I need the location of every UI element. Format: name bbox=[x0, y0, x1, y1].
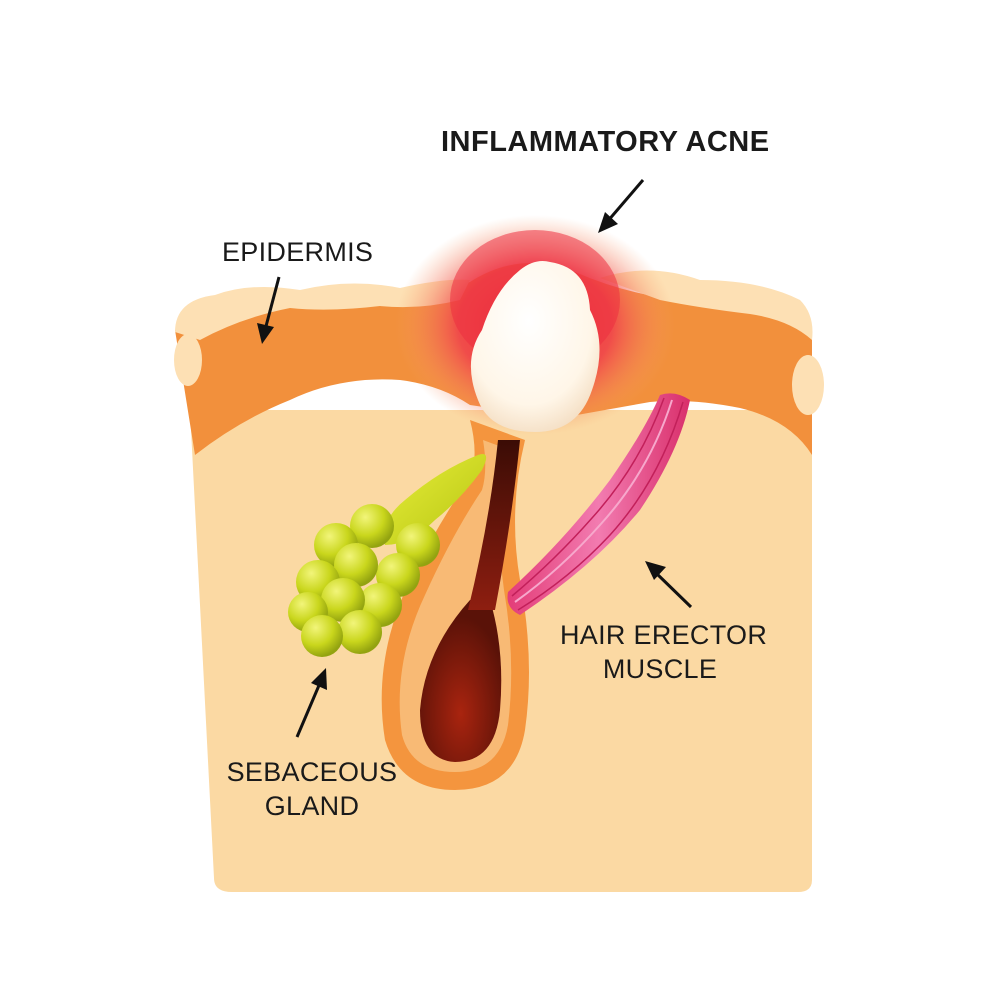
label-sebaceous-gland: SEBACEOUS GLAND bbox=[222, 755, 402, 823]
label-hair-erector-muscle: HAIR ERECTOR MUSCLE bbox=[560, 618, 768, 686]
sebaceous-duct bbox=[384, 454, 487, 545]
hair-bulb bbox=[420, 600, 502, 762]
pus-pocket bbox=[470, 261, 600, 432]
label-sebaceous-line1: SEBACEOUS bbox=[226, 757, 398, 787]
label-hair-erector-line2: MUSCLE bbox=[602, 654, 718, 684]
diagram-title: INFLAMMATORY ACNE bbox=[441, 126, 770, 158]
label-sebaceous-line2: GLAND bbox=[264, 791, 360, 821]
arrow-sebaceous-gland bbox=[295, 668, 327, 738]
hair-shaft bbox=[468, 440, 520, 610]
skin-surface bbox=[175, 279, 470, 340]
arrow-epidermis bbox=[257, 276, 281, 344]
arrow-inflammatory-acne bbox=[598, 179, 645, 233]
label-hair-erector-line1: HAIR ERECTOR bbox=[560, 620, 768, 650]
arrow-hair-erector-muscle bbox=[645, 561, 693, 609]
label-epidermis: EPIDERMIS bbox=[222, 237, 374, 267]
sebaceous-gland bbox=[288, 504, 440, 657]
